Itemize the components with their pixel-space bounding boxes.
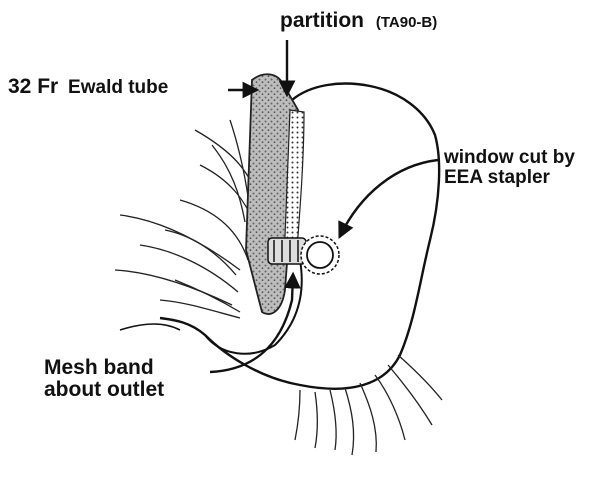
window-line2: EEA stapler [444, 168, 575, 188]
ewald-fr: 32 Fr [8, 75, 58, 98]
mesh-label: Mesh band about outlet [44, 357, 164, 401]
omentum-fibers-bottom [295, 355, 442, 455]
partition-text: partition [280, 9, 364, 32]
window-label: window cut by EEA stapler [444, 148, 575, 188]
ewald-tube-label: 32 Fr Ewald tube [8, 76, 168, 98]
window-line1: window cut by [444, 148, 575, 168]
partition-code: (TA90-B) [376, 14, 437, 31]
ewald-tube-text: Ewald tube [68, 77, 168, 98]
omentum-fibers-left [115, 120, 258, 318]
window-arrow [340, 160, 438, 236]
partition-label: partition (TA90-B) [280, 10, 437, 32]
mesh-line2: about outlet [44, 379, 164, 401]
mesh-band [268, 238, 306, 264]
mesh-line1: Mesh band [44, 357, 164, 379]
eea-window [301, 236, 339, 274]
